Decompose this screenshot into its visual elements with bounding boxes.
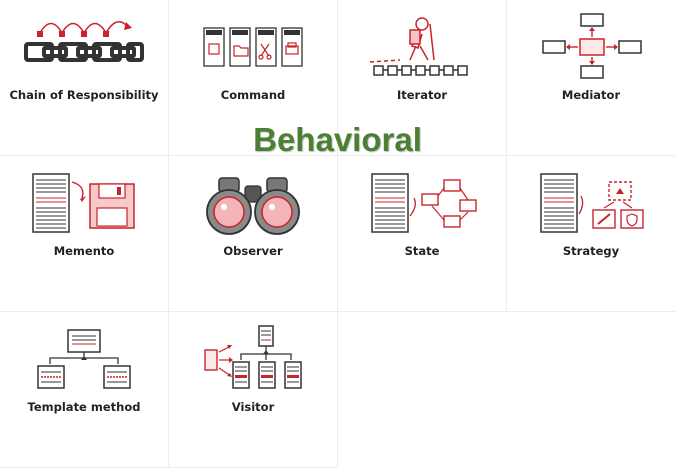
strategy-icon [540,173,644,233]
iterator-icon [369,17,468,76]
pattern-label: Iterator [396,88,448,102]
pattern-card-visitor[interactable]: Visitor [169,312,338,468]
pattern-label: Strategy [562,244,620,258]
pattern-label: Mediator [561,88,621,102]
pattern-card-chain-of-responsibility[interactable]: Chain of Responsibility [0,0,169,156]
pattern-label: Memento [53,244,115,258]
pattern-card-state[interactable]: State [338,156,507,312]
pattern-card-mediator[interactable]: Mediator [507,0,675,156]
memento-icon [32,173,135,233]
binoculars-icon [206,177,300,235]
page-title: Behavioral [253,121,422,158]
pattern-label: Chain of Responsibility [9,88,159,102]
chain-icon [24,21,144,62]
pattern-card-command[interactable]: Command [169,0,338,156]
state-icon [371,173,477,233]
template-method-icon [37,329,131,389]
pattern-label: Observer [223,244,283,258]
pattern-card-iterator[interactable]: Iterator [338,0,507,156]
pattern-card-memento[interactable]: Memento [0,156,169,312]
pattern-card-observer[interactable]: Observer [169,156,338,312]
pattern-label: Template method [27,400,141,414]
mediator-icon [542,13,642,79]
pattern-label: State [404,244,440,258]
visitor-icon [204,325,302,389]
pattern-card-strategy[interactable]: Strategy [507,156,675,312]
command-icon [203,27,303,67]
pattern-card-template-method[interactable]: Template method [0,312,169,468]
pattern-label: Command [220,88,286,102]
pattern-label: Visitor [231,400,275,414]
